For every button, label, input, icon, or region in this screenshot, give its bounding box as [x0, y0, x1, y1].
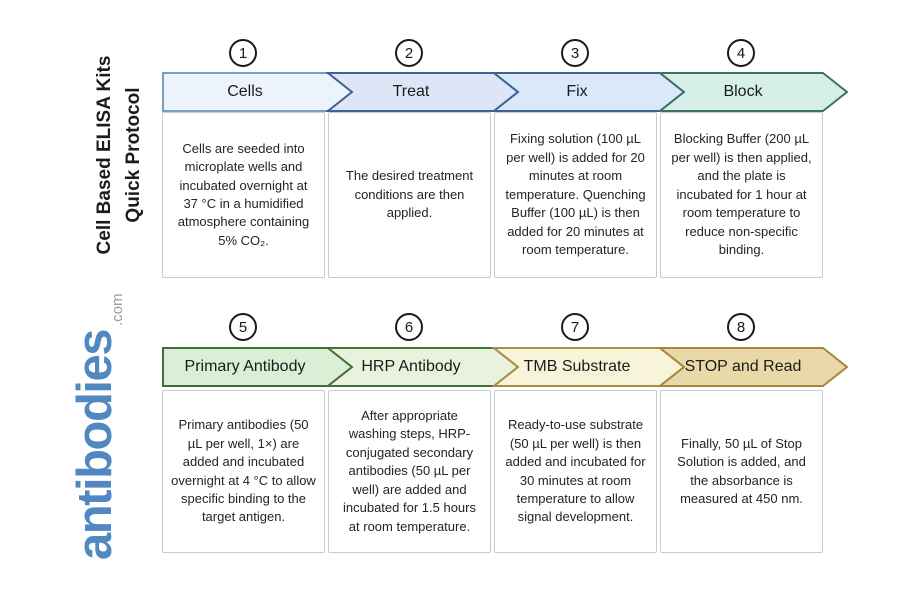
step-number-circle: 1 — [229, 39, 257, 67]
brand-logo-suffix: .com — [109, 293, 126, 326]
step-description-box: Fixing solution (100 µL per well) is add… — [494, 112, 657, 278]
step-description: Blocking Buffer (200 µL per well) is the… — [671, 131, 812, 258]
step-number: 1 — [238, 44, 248, 62]
step-description: Primary antibodies (50 µL per well, 1×) … — [171, 417, 316, 525]
step-number: 7 — [570, 318, 580, 336]
page-title-line1: Cell Based ELISA Kits — [94, 55, 115, 255]
step-label-cells: Cells — [227, 83, 263, 100]
step-number: 5 — [238, 318, 248, 336]
step-description: The desired treatment conditions are the… — [345, 168, 474, 221]
step-number: 3 — [570, 44, 580, 62]
step-description-box: The desired treatment conditions are the… — [328, 112, 491, 278]
step-description-box: Ready-to-use substrate (50 µL per well) … — [494, 390, 657, 553]
step-number: 8 — [736, 318, 746, 336]
step-description-box: After appropriate washing steps, HRP-con… — [328, 390, 491, 553]
step-number-circle: 7 — [561, 313, 589, 341]
step-label-fix: Fix — [566, 83, 588, 100]
step-number-circle: 8 — [727, 313, 755, 341]
step-label-tmb-substrate: TMB Substrate — [523, 358, 631, 375]
process-arrow-row-2 — [162, 347, 848, 387]
step-number-circle: 4 — [727, 39, 755, 67]
step-label-stop-and-read: STOP and Read — [684, 358, 802, 375]
step-label-primary-antibody: Primary Antibody — [184, 358, 306, 375]
step-description-box: Finally, 50 µL of Stop Solution is added… — [660, 390, 823, 553]
process-arrow-row-1 — [162, 72, 848, 112]
step-number: 6 — [404, 318, 414, 336]
step-label-hrp-antibody: HRP Antibody — [361, 358, 461, 375]
step-number: 4 — [736, 44, 746, 62]
step-number-circle: 6 — [395, 313, 423, 341]
step-description-box: Primary antibodies (50 µL per well, 1×) … — [162, 390, 325, 553]
step-number-circle: 3 — [561, 39, 589, 67]
step-number-circle: 5 — [229, 313, 257, 341]
step-description-box: Cells are seeded into microplate wells a… — [162, 112, 325, 278]
step-number-circle: 2 — [395, 39, 423, 67]
step-label-treat: Treat — [392, 83, 430, 100]
step-description: Fixing solution (100 µL per well) is add… — [505, 131, 646, 258]
step-number: 2 — [404, 44, 414, 62]
chevron-banner-block — [657, 72, 848, 112]
step-description: Finally, 50 µL of Stop Solution is added… — [677, 435, 806, 506]
step-description-box: Blocking Buffer (200 µL per well) is the… — [660, 112, 823, 278]
step-label-block: Block — [723, 83, 763, 100]
step-description: Cells are seeded into microplate wells a… — [177, 140, 310, 248]
step-description: After appropriate washing steps, HRP-con… — [343, 407, 476, 534]
brand-logo: antibodies .com — [60, 280, 130, 560]
step-description: Ready-to-use substrate (50 µL per well) … — [505, 417, 646, 525]
page-title: Cell Based ELISA Kits Quick Protocol — [91, 45, 149, 265]
page-title-line2: Quick Protocol — [122, 87, 144, 223]
chevron-banner-stop-and-read — [657, 347, 848, 387]
